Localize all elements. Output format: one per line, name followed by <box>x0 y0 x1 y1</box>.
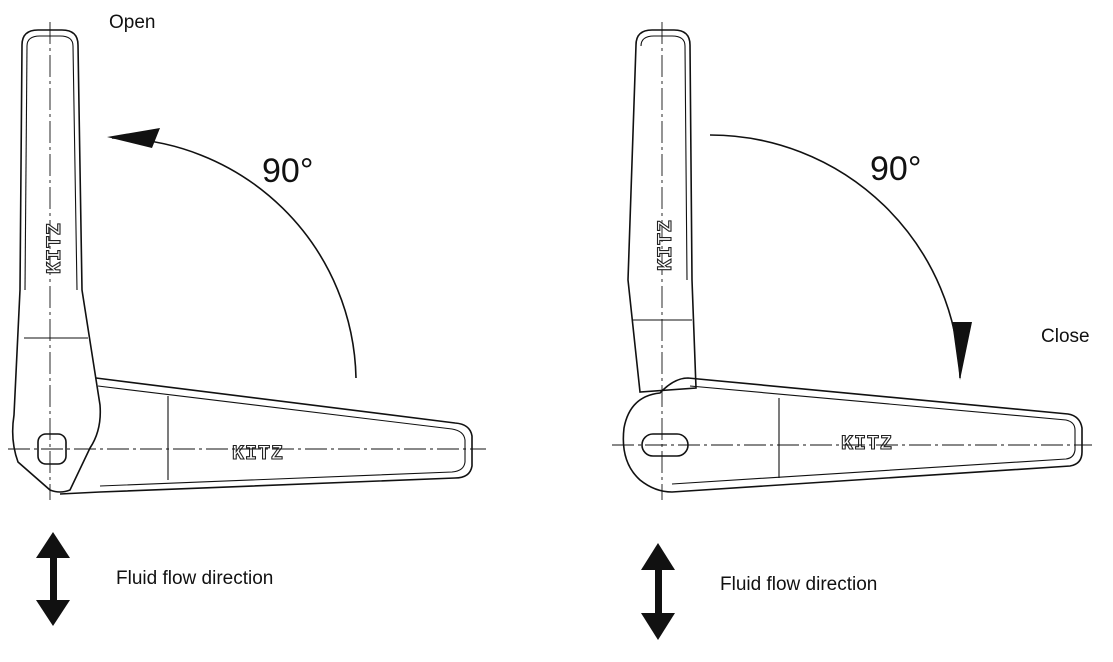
left-horizontal-brand: KITZ <box>232 443 284 466</box>
left-figure: KITZ KITZ 90° <box>8 22 486 626</box>
left-rotation-arrow <box>107 128 357 379</box>
right-angle-label: 90° <box>870 150 921 188</box>
right-rotation-arrow <box>709 134 972 380</box>
left-angle-label: 90° <box>262 152 313 190</box>
left-horizontal-handle: KITZ <box>59 377 473 495</box>
flow-direction-label-left: Fluid flow direction <box>116 568 274 589</box>
right-pivot <box>612 433 1092 457</box>
right-figure: KITZ KITZ 90° <box>612 22 1092 640</box>
left-pivot <box>8 433 486 465</box>
left-vertical-brand: KITZ <box>44 222 67 274</box>
right-vertical-handle: KITZ <box>627 22 697 500</box>
right-horizontal-brand: KITZ <box>841 433 893 456</box>
right-flow-arrow-icon <box>641 543 675 640</box>
left-vertical-handle: KITZ <box>11 22 102 500</box>
close-label: Close <box>1041 326 1090 347</box>
right-horizontal-handle: KITZ <box>622 377 1083 493</box>
left-flow-arrow-icon <box>36 532 70 626</box>
flow-direction-label-right: Fluid flow direction <box>720 574 878 595</box>
right-vertical-brand: KITZ <box>655 219 678 271</box>
open-label: Open <box>109 12 156 33</box>
